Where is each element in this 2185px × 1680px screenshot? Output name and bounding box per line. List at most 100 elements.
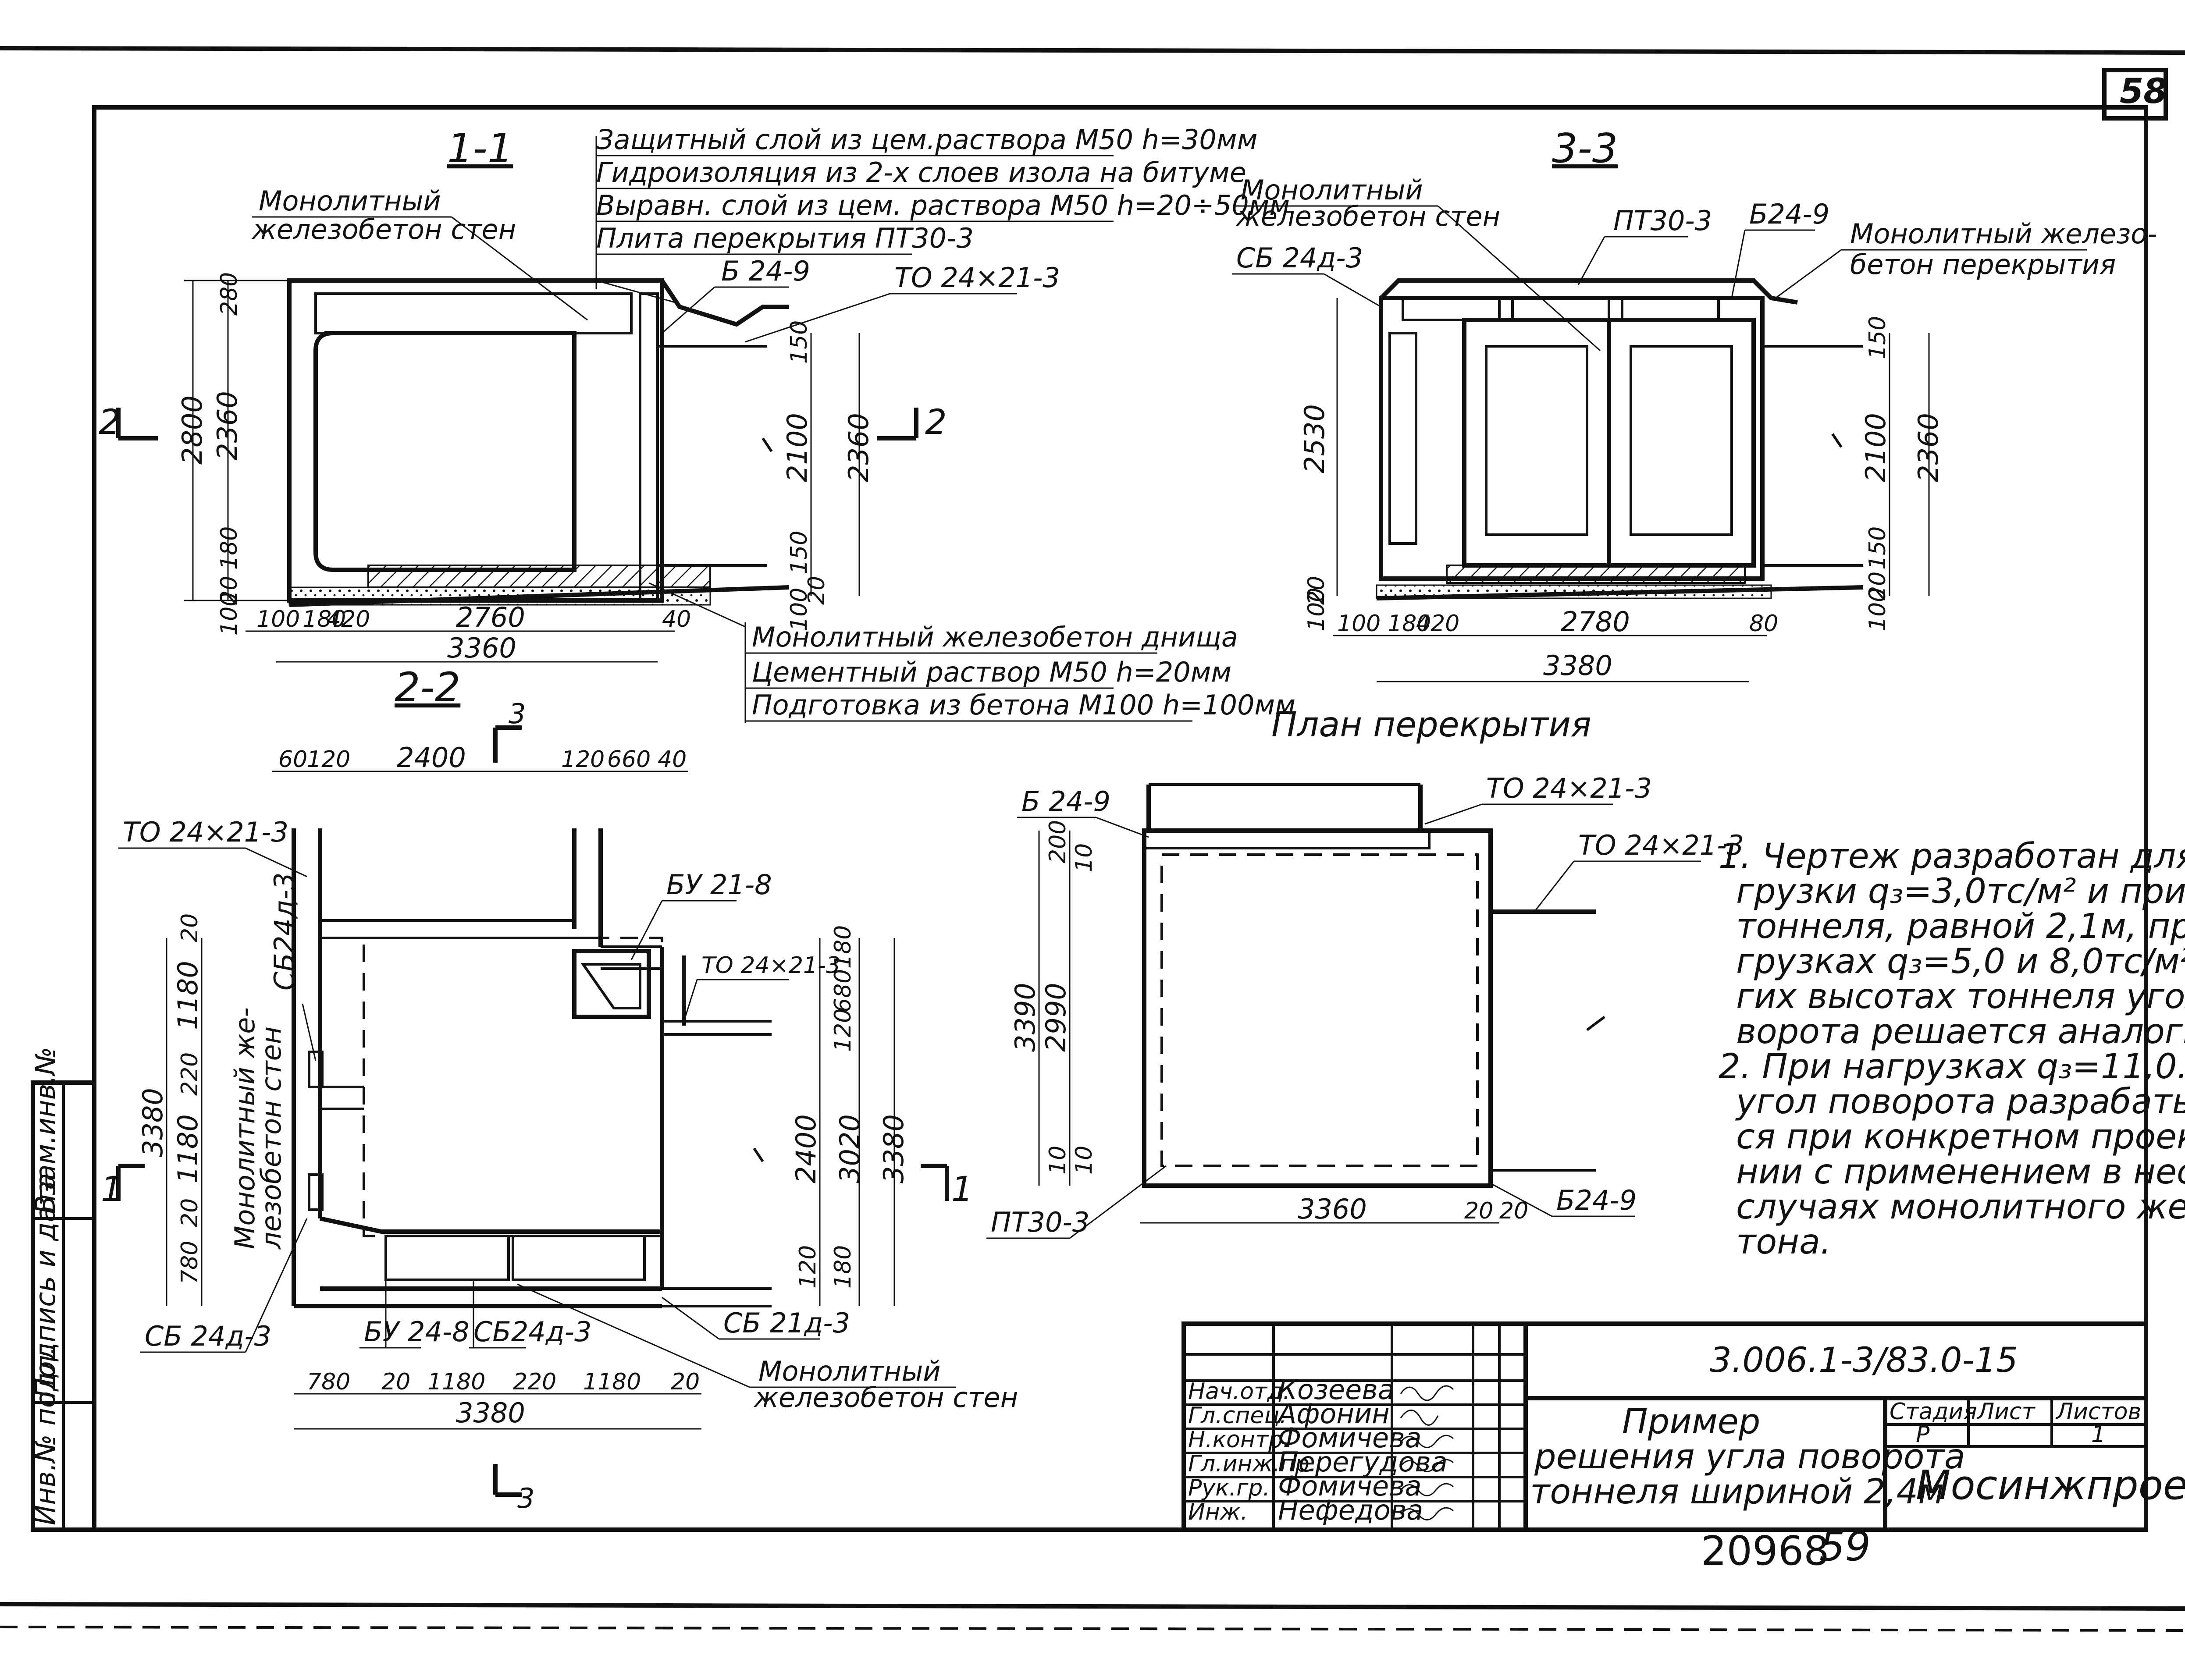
- s22-dimB-20b: 20: [671, 1369, 700, 1395]
- dim-280: 280: [216, 272, 242, 316]
- wall-label-line1: Монолитный: [259, 185, 441, 217]
- s22-dimR-180a: 180: [830, 925, 856, 969]
- side-stamp: Инв.№ подл. Подпись и дата Взам.инв.№: [29, 1047, 96, 1532]
- dim-2360: 2360: [211, 391, 243, 460]
- sheets-value: 1: [2091, 1421, 2106, 1448]
- page-stamp: 59: [1819, 1523, 1871, 1570]
- s22-label-to-right: ТО 24×21-3: [701, 952, 840, 979]
- s22-dimL-220: 220: [177, 1052, 203, 1096]
- s33-dim-2100: 2100: [1860, 413, 1892, 482]
- dim-b-420: 420: [327, 606, 370, 632]
- sheet-frame: 58: [0, 46, 2185, 1632]
- signatures: [1400, 1385, 1454, 1520]
- s22-label-wall-1: Монолитный: [758, 1355, 941, 1387]
- title-block: 3.006.1-3/83.0-15 Нач.отд. Гл.спец. Н.ко…: [1181, 1321, 2185, 1532]
- plan-dim-10b: 10: [1045, 1146, 1071, 1175]
- s22-dim-top-60: 60: [278, 746, 307, 773]
- s22-label-wall-2: железобетон стен: [753, 1382, 1018, 1414]
- s33-dim-b-3380: 3380: [1543, 650, 1612, 682]
- plan-dim-20a: 20: [1464, 1198, 1493, 1224]
- dim-2360-right: 2360: [843, 413, 875, 482]
- s22-dim-top-40: 40: [658, 746, 687, 773]
- role-4: Рук.гр.: [1188, 1475, 1270, 1501]
- note-line-2: грузки q₃=3,0тс/м² и при высоте: [1736, 872, 2185, 911]
- callout-slab-bottom: Монолитный железобетон днища: [752, 621, 1238, 653]
- s33-label-sb24d-3: СБ 24д-3: [1236, 242, 1363, 274]
- dim-b-2760: 2760: [456, 601, 525, 633]
- dim-180: 180: [216, 526, 242, 570]
- callout-slab: Плита перекрытия ПТ30-3: [596, 222, 974, 254]
- s22-dimR-120a: 120: [830, 1009, 856, 1052]
- dim-150-bottom: 150: [786, 531, 812, 574]
- plan-dim-20b: 20: [1499, 1198, 1528, 1224]
- name-4: Фомичева: [1278, 1470, 1422, 1502]
- s22-dimB-780: 780: [307, 1369, 350, 1395]
- plan-label-b-bottom: Б24-9: [1556, 1184, 1637, 1216]
- s33-dim-150-top: 150: [1865, 316, 1891, 359]
- note-line-8: угол поворота разрабатывает-: [1735, 1082, 2185, 1122]
- dim-b-180: 180: [302, 606, 346, 632]
- role-0: Нач.отд.: [1188, 1378, 1290, 1405]
- label-to-24x21-3: ТО 24×21-3: [894, 262, 1060, 294]
- sheet-label: Лист: [1976, 1399, 2036, 1425]
- dim-100: 100: [216, 592, 242, 636]
- wall-label-line2: железобетон стен: [251, 213, 516, 245]
- title-line-2: решения угла поворота: [1534, 1437, 1965, 1477]
- doc-code: 3.006.1-3/83.0-15: [1710, 1341, 2018, 1380]
- s33-dim-b-180: 180: [1388, 611, 1431, 637]
- stamp-signature-date: Подпись и дата: [29, 1173, 61, 1398]
- s22-dimB-1180a: 1180: [427, 1369, 485, 1395]
- plan-dim-3390: 3390: [1009, 983, 1041, 1052]
- inventory-number: 20968: [1701, 1527, 1829, 1574]
- dim-2800: 2800: [176, 395, 208, 465]
- plan-title: План перекрытия: [1271, 705, 1591, 745]
- s33-dim-20-right: 20: [1865, 572, 1891, 600]
- s33-dim-2530: 2530: [1299, 404, 1331, 473]
- s22-dimL-20b: 20: [177, 1198, 203, 1227]
- name-0: Козеева: [1278, 1374, 1395, 1406]
- s33-dim-100: 100: [1303, 588, 1330, 631]
- plan-label-to-top: ТО 24×21-3: [1486, 772, 1652, 804]
- dim-150-top: 150: [786, 320, 812, 364]
- role-3: Гл.инж.пр.: [1188, 1451, 1317, 1477]
- stamp-inv-number: Инв.№ подл.: [29, 1346, 61, 1525]
- s22-label-by-bottom: БУ 24-8: [364, 1316, 470, 1348]
- name-5: Нефедова: [1278, 1494, 1423, 1526]
- note-line-5: гих высотах тоннеля угол по-: [1736, 977, 2185, 1016]
- note-line-4: грузках q₃=5,0 и 8,0тс/м² и дру-: [1736, 942, 2185, 981]
- cut-mark-2-right: 2: [925, 403, 947, 442]
- name-1: Афонин: [1276, 1398, 1390, 1430]
- section-1-1-title: 1-1: [447, 125, 513, 172]
- dim-20-right: 20: [804, 576, 830, 605]
- cut-mark-3-top: 3: [509, 698, 526, 730]
- s22-dim-top-2400: 2400: [397, 742, 466, 774]
- sheets-label: Листов: [2055, 1399, 2141, 1425]
- s33-wall-label-1: Монолитный: [1241, 174, 1423, 206]
- s33-dim-2360: 2360: [1912, 413, 1944, 482]
- stage-value: Р: [1916, 1421, 1930, 1448]
- plan-dim-10c: 10: [1071, 1146, 1097, 1175]
- plan-dim-200: 200: [1045, 820, 1071, 863]
- s33-dim-100-right: 100: [1865, 588, 1891, 631]
- s22-dimR-680: 680: [830, 969, 856, 1012]
- title-line-3: тоннеля шириной 2,4м: [1530, 1472, 1944, 1512]
- dim-b-100: 100: [256, 606, 300, 632]
- s22-dimR-2400: 2400: [790, 1114, 822, 1183]
- section-3-3-title: 3-3: [1552, 125, 1618, 172]
- s33-dim-b-420: 420: [1416, 611, 1459, 637]
- section-3-3: 3-3 Монолитный железобетон стен ПТ30-3 Б…: [1232, 125, 2157, 682]
- dim-20: 20: [216, 576, 242, 605]
- title-line-1: Пример: [1622, 1402, 1760, 1442]
- plan-label-pt: ПТ30-3: [991, 1206, 1089, 1238]
- general-notes: 1. Чертеж разработан для на- грузки q₃=3…: [1719, 837, 2185, 1262]
- s22-dimB-220: 220: [513, 1369, 556, 1395]
- name-3: Перегудова: [1278, 1446, 1448, 1478]
- callout-leveling-layer: Выравн. слой из цем. раствора М50 h=20÷5…: [596, 189, 1290, 221]
- plan-dim-2990: 2990: [1040, 983, 1072, 1052]
- dim-2100: 2100: [781, 413, 813, 482]
- note-line-9: ся при конкретном проектирова-: [1736, 1117, 2185, 1157]
- s22-dimR-3020: 3020: [834, 1114, 866, 1183]
- role-5: Инж.: [1188, 1499, 1248, 1525]
